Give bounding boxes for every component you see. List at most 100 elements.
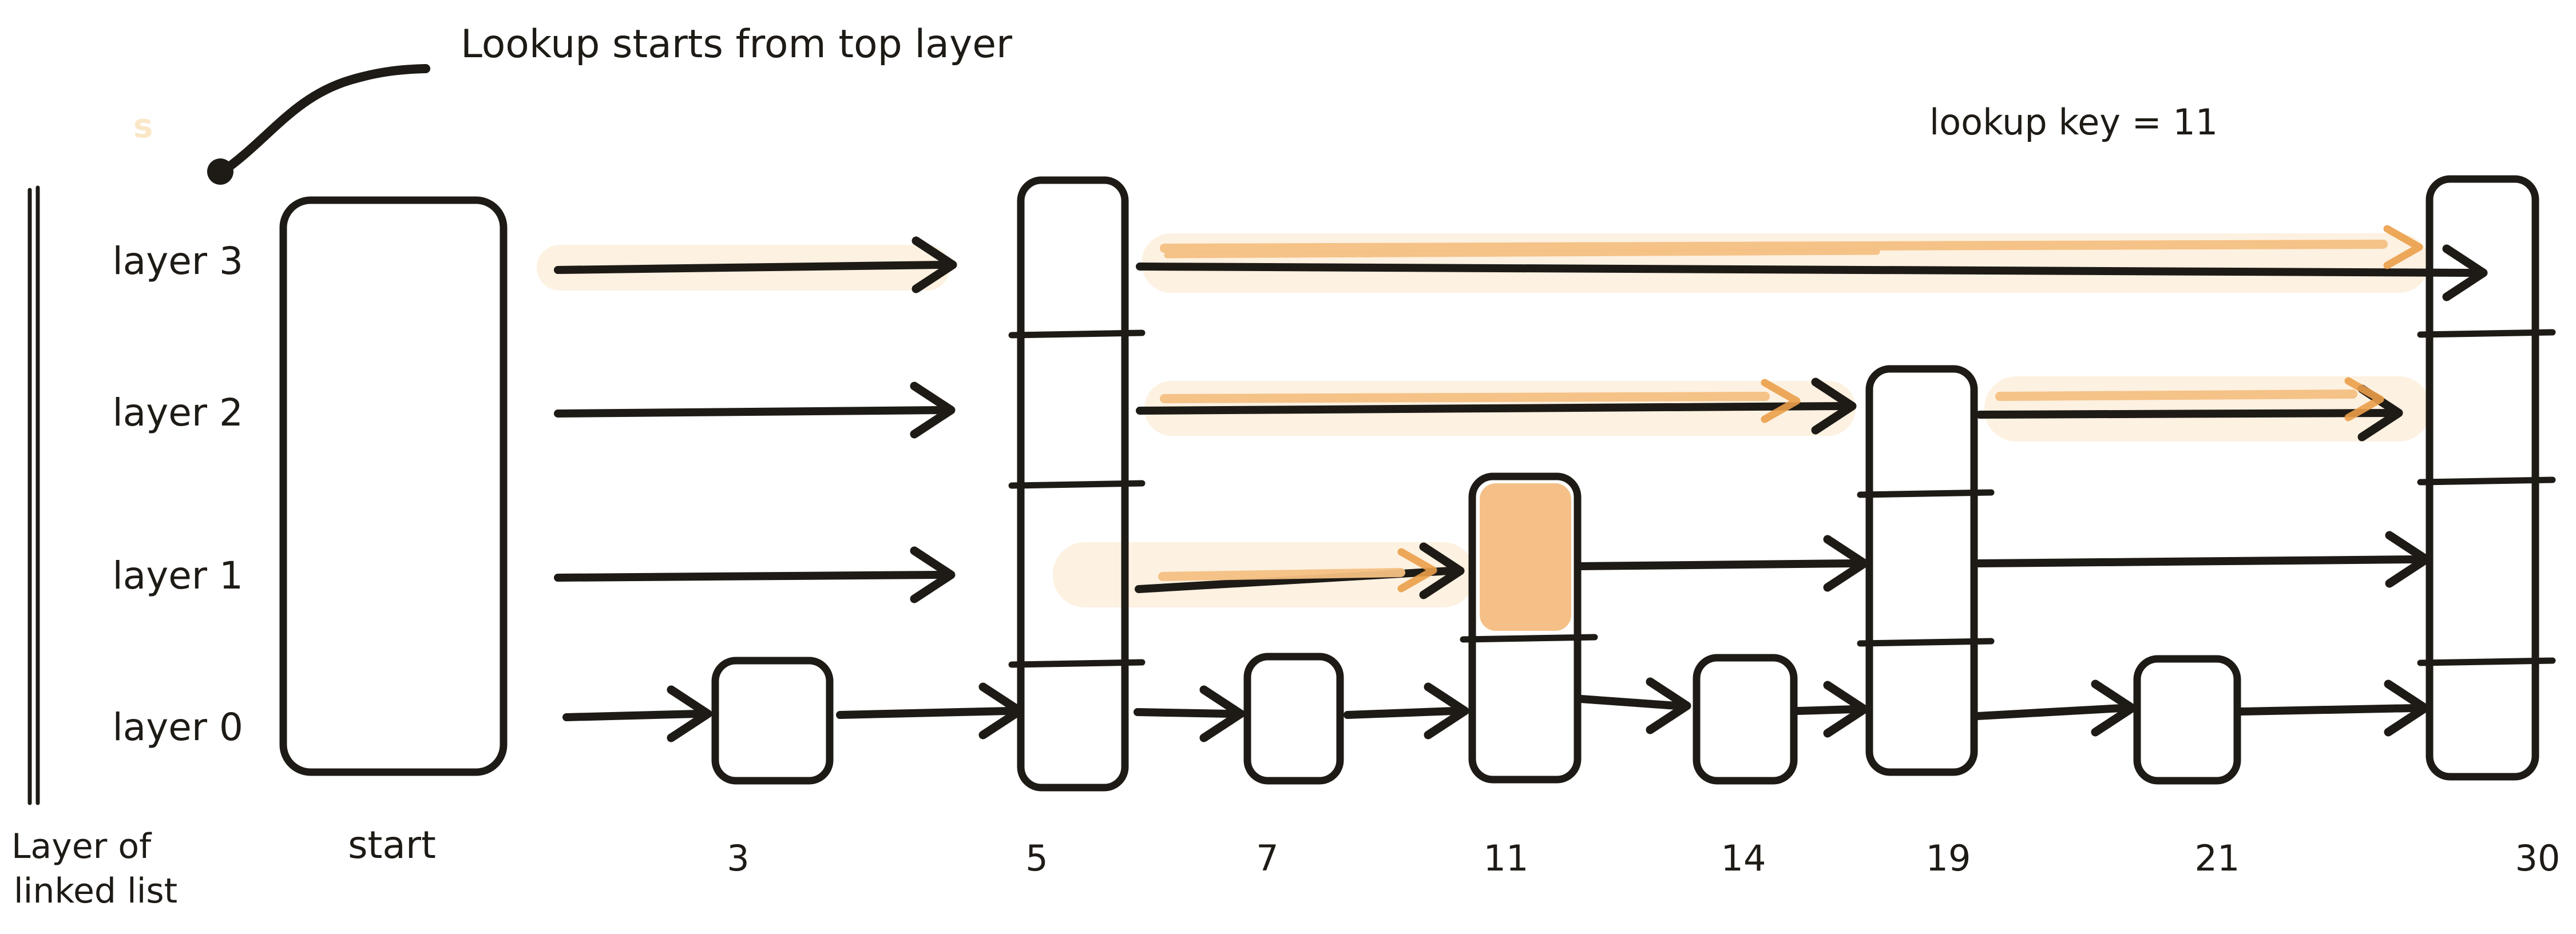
node-7 [1243, 653, 1344, 785]
layer-label-3: layer 3 [112, 239, 243, 283]
node-label-7: 7 [1256, 837, 1278, 879]
ohead-l3-30 [2383, 225, 2423, 269]
arrow-l3-5-30 [1136, 244, 2488, 301]
arrow-l1-11-19 [1576, 535, 1869, 592]
streak-l1-5-11 [1158, 568, 1405, 581]
node-label-3: 3 [727, 837, 749, 879]
top-note-text: Lookup starts from top layer [461, 22, 1012, 67]
arrow-l2-5-19-shaft [1136, 402, 1846, 415]
axis-caption-line2: linked list [14, 871, 177, 911]
arrow-l0-21-30-shaft [2237, 704, 2419, 716]
node-5-divider-0 [1008, 329, 1146, 339]
arrow-l1-start-5 [554, 546, 956, 603]
arrow-l2-start-5-head [910, 381, 956, 439]
arrow-l0-19-21-head [2091, 679, 2137, 737]
layer-label-1: layer 1 [112, 554, 243, 598]
node-11 [1460, 472, 1598, 784]
node-5-divider-2 [1008, 659, 1146, 668]
arrow-l0-start-3 [562, 685, 712, 742]
arrow-l2-5-19-head [1811, 377, 1857, 435]
axis-caption-line1: Layer of [11, 826, 152, 867]
node-19-divider-1 [1857, 638, 1995, 647]
arrow-l1-19-30-shaft [1975, 555, 2420, 567]
arrow-l2-start-5-shaft [554, 406, 945, 418]
ohead-l2-19 [1761, 379, 1801, 423]
arrow-l3-5-30-shaft [1136, 263, 2477, 277]
arrow-l0-14-19-head [1823, 681, 1869, 738]
arrow-l0-21-30 [2237, 679, 2430, 737]
arrow-l0-21-30-head [2384, 679, 2430, 737]
node-7-box [1243, 653, 1344, 785]
node-label-21: 21 [2195, 837, 2240, 879]
arrow-l3-5-30-head [2442, 244, 2488, 301]
arrow-l0-3-5-shaft [836, 707, 1013, 719]
top-note-pointer-dot [207, 158, 233, 185]
node-30-divider-2 [2417, 657, 2556, 666]
arrow-l1-start-5-head [910, 546, 956, 603]
node-label-19: 19 [1926, 837, 1971, 879]
arrow-l0-14-19 [1794, 681, 1869, 738]
node-21 [2133, 655, 2241, 785]
layer-label-0: layer 0 [112, 705, 243, 749]
node-11-highlight-fill [1480, 483, 1571, 631]
streak-l3-echo [1164, 248, 1880, 259]
arrow-l0-11-14-head [1646, 677, 1691, 734]
arrow-l1-start-5-shaft [554, 571, 945, 582]
arrow-l0-3-5 [836, 682, 1024, 740]
arrow-l0-19-21 [1973, 679, 2137, 737]
arrow-l0-start-3-shaft [562, 710, 702, 721]
arrow-l0-7-11-shaft [1344, 707, 1459, 719]
arrow-l0-7-11-head [1424, 682, 1469, 740]
node-start [279, 196, 508, 776]
node-start-box [279, 196, 508, 776]
node-19 [1857, 365, 1995, 776]
arrow-l0-19-21-shaft [1973, 704, 2126, 720]
node-label-start: start [348, 823, 436, 867]
arrow-l1-19-30 [1975, 531, 2431, 588]
arrow-l0-5-7-head [1199, 685, 1245, 742]
streak-l2-5-19 [1160, 392, 1770, 403]
arrow-l2-start-5 [554, 381, 956, 439]
node-21-box [2133, 655, 2241, 785]
node-14 [1693, 654, 1798, 785]
node-label-14: 14 [1721, 837, 1766, 879]
arrow-l3-start-5-head [911, 236, 957, 293]
arrow-l0-5-7-shaft [1134, 708, 1234, 718]
arrow-l0-11-14-shaft [1577, 695, 1681, 710]
ohead-l2-30 [2344, 377, 2384, 422]
node-30-divider-0 [2417, 329, 2556, 338]
node-30 [2417, 175, 2556, 781]
node-11-divider-0 [1460, 634, 1598, 643]
layer-label-2: layer 2 [112, 391, 243, 435]
arrow-l0-start-3-head [667, 685, 712, 742]
lookup-key-text: lookup key = 11 [1929, 101, 2218, 143]
arrow-l2-19-30-shaft [1976, 409, 2392, 419]
node-label-11: 11 [1484, 837, 1529, 879]
arrow-l1-11-19-shaft [1576, 559, 1858, 570]
arrow-l1-11-19-head [1823, 535, 1869, 592]
node-3 [711, 657, 834, 785]
node-11-box [1468, 472, 1582, 784]
arrow-l0-5-7 [1134, 685, 1245, 742]
arrow-l1-5-11-head [1419, 542, 1465, 599]
node-30-divider-1 [2417, 476, 2556, 486]
node-5 [1008, 176, 1146, 792]
arrow-l3-start-5 [554, 236, 957, 293]
arrow-l0-7-11 [1344, 682, 1469, 740]
streak-l3-5-30 [1160, 240, 2388, 253]
arrow-l2-5-19 [1136, 377, 1857, 435]
node-label-30: 30 [2515, 837, 2561, 879]
node-19-box [1865, 365, 1978, 776]
faint-s-mark: s [133, 106, 153, 145]
ohead-l1-11 [1397, 548, 1437, 593]
arrow-l3-start-5-shaft [554, 261, 946, 274]
node-label-5: 5 [1025, 837, 1048, 879]
arrow-l0-11-14 [1577, 677, 1691, 734]
node-14-box [1693, 654, 1798, 785]
arrow-l0-14-19-shaft [1794, 705, 1858, 715]
node-19-divider-0 [1857, 489, 1995, 498]
node-5-divider-1 [1008, 480, 1146, 489]
top-note-pointer-curve [216, 64, 430, 177]
